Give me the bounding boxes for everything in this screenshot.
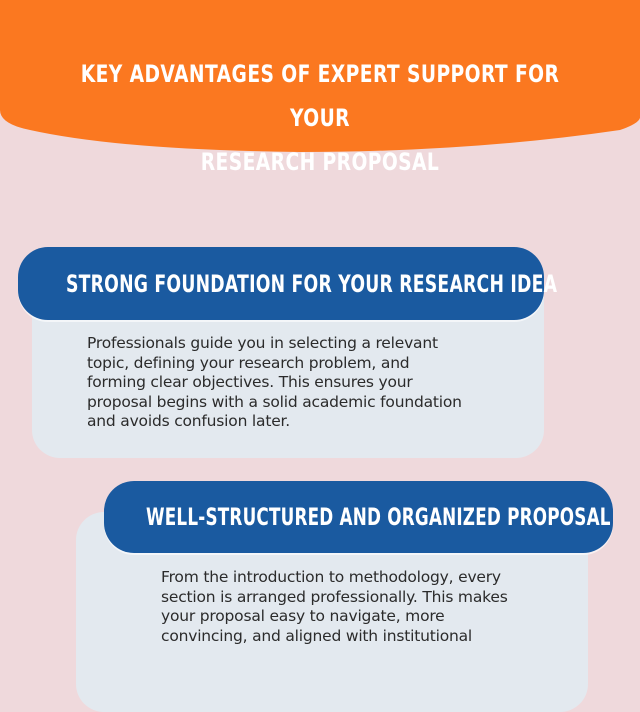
- body-line: and avoids confusion later.: [87, 412, 291, 430]
- title-line-1: Key Advantages of Expert Support for You…: [80, 60, 560, 132]
- body-line: From the introduction to methodology, ev…: [161, 568, 501, 586]
- body-line: forming clear objectives. This ensures y…: [87, 373, 413, 391]
- body-line: section is arranged professionally. This…: [161, 587, 508, 606]
- section-heading-text: Well-Structured and Organized Proposal: [146, 503, 611, 531]
- page-title: Key Advantages of Expert Support for You…: [70, 52, 569, 184]
- body-line: convincing, and aligned with institution…: [161, 626, 473, 645]
- body-line: proposal begins with a solid academic fo…: [87, 392, 462, 411]
- section-heading-text: Strong Foundation for Your Research Idea: [66, 269, 558, 298]
- section-heading-structure: Well-Structured and Organized Proposal: [104, 481, 613, 553]
- section-body-structure: From the introduction to methodology, ev…: [161, 568, 508, 646]
- section-heading-foundation: Strong Foundation for Your Research Idea: [18, 247, 557, 320]
- section-body-foundation: Professionals guide you in selecting a r…: [87, 334, 462, 432]
- body-line: topic, defining your research problem, a…: [87, 353, 410, 372]
- body-line: Professionals guide you in selecting a r…: [87, 334, 438, 352]
- title-line-2: Research Proposal: [200, 148, 440, 176]
- body-line: your proposal easy to navigate, more: [161, 607, 445, 625]
- header-banner: [0, 0, 640, 152]
